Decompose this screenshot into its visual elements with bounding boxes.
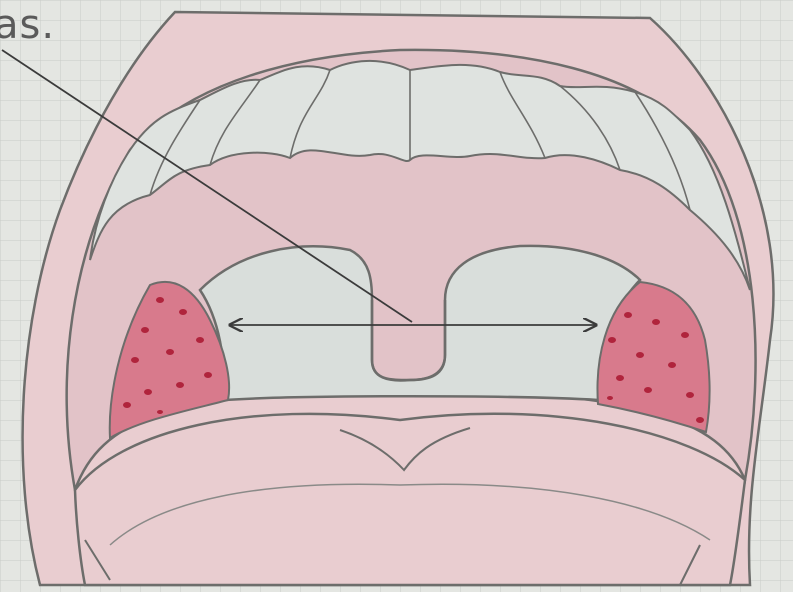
tongue-shape [75,414,745,585]
caption-text: as. [0,2,55,48]
